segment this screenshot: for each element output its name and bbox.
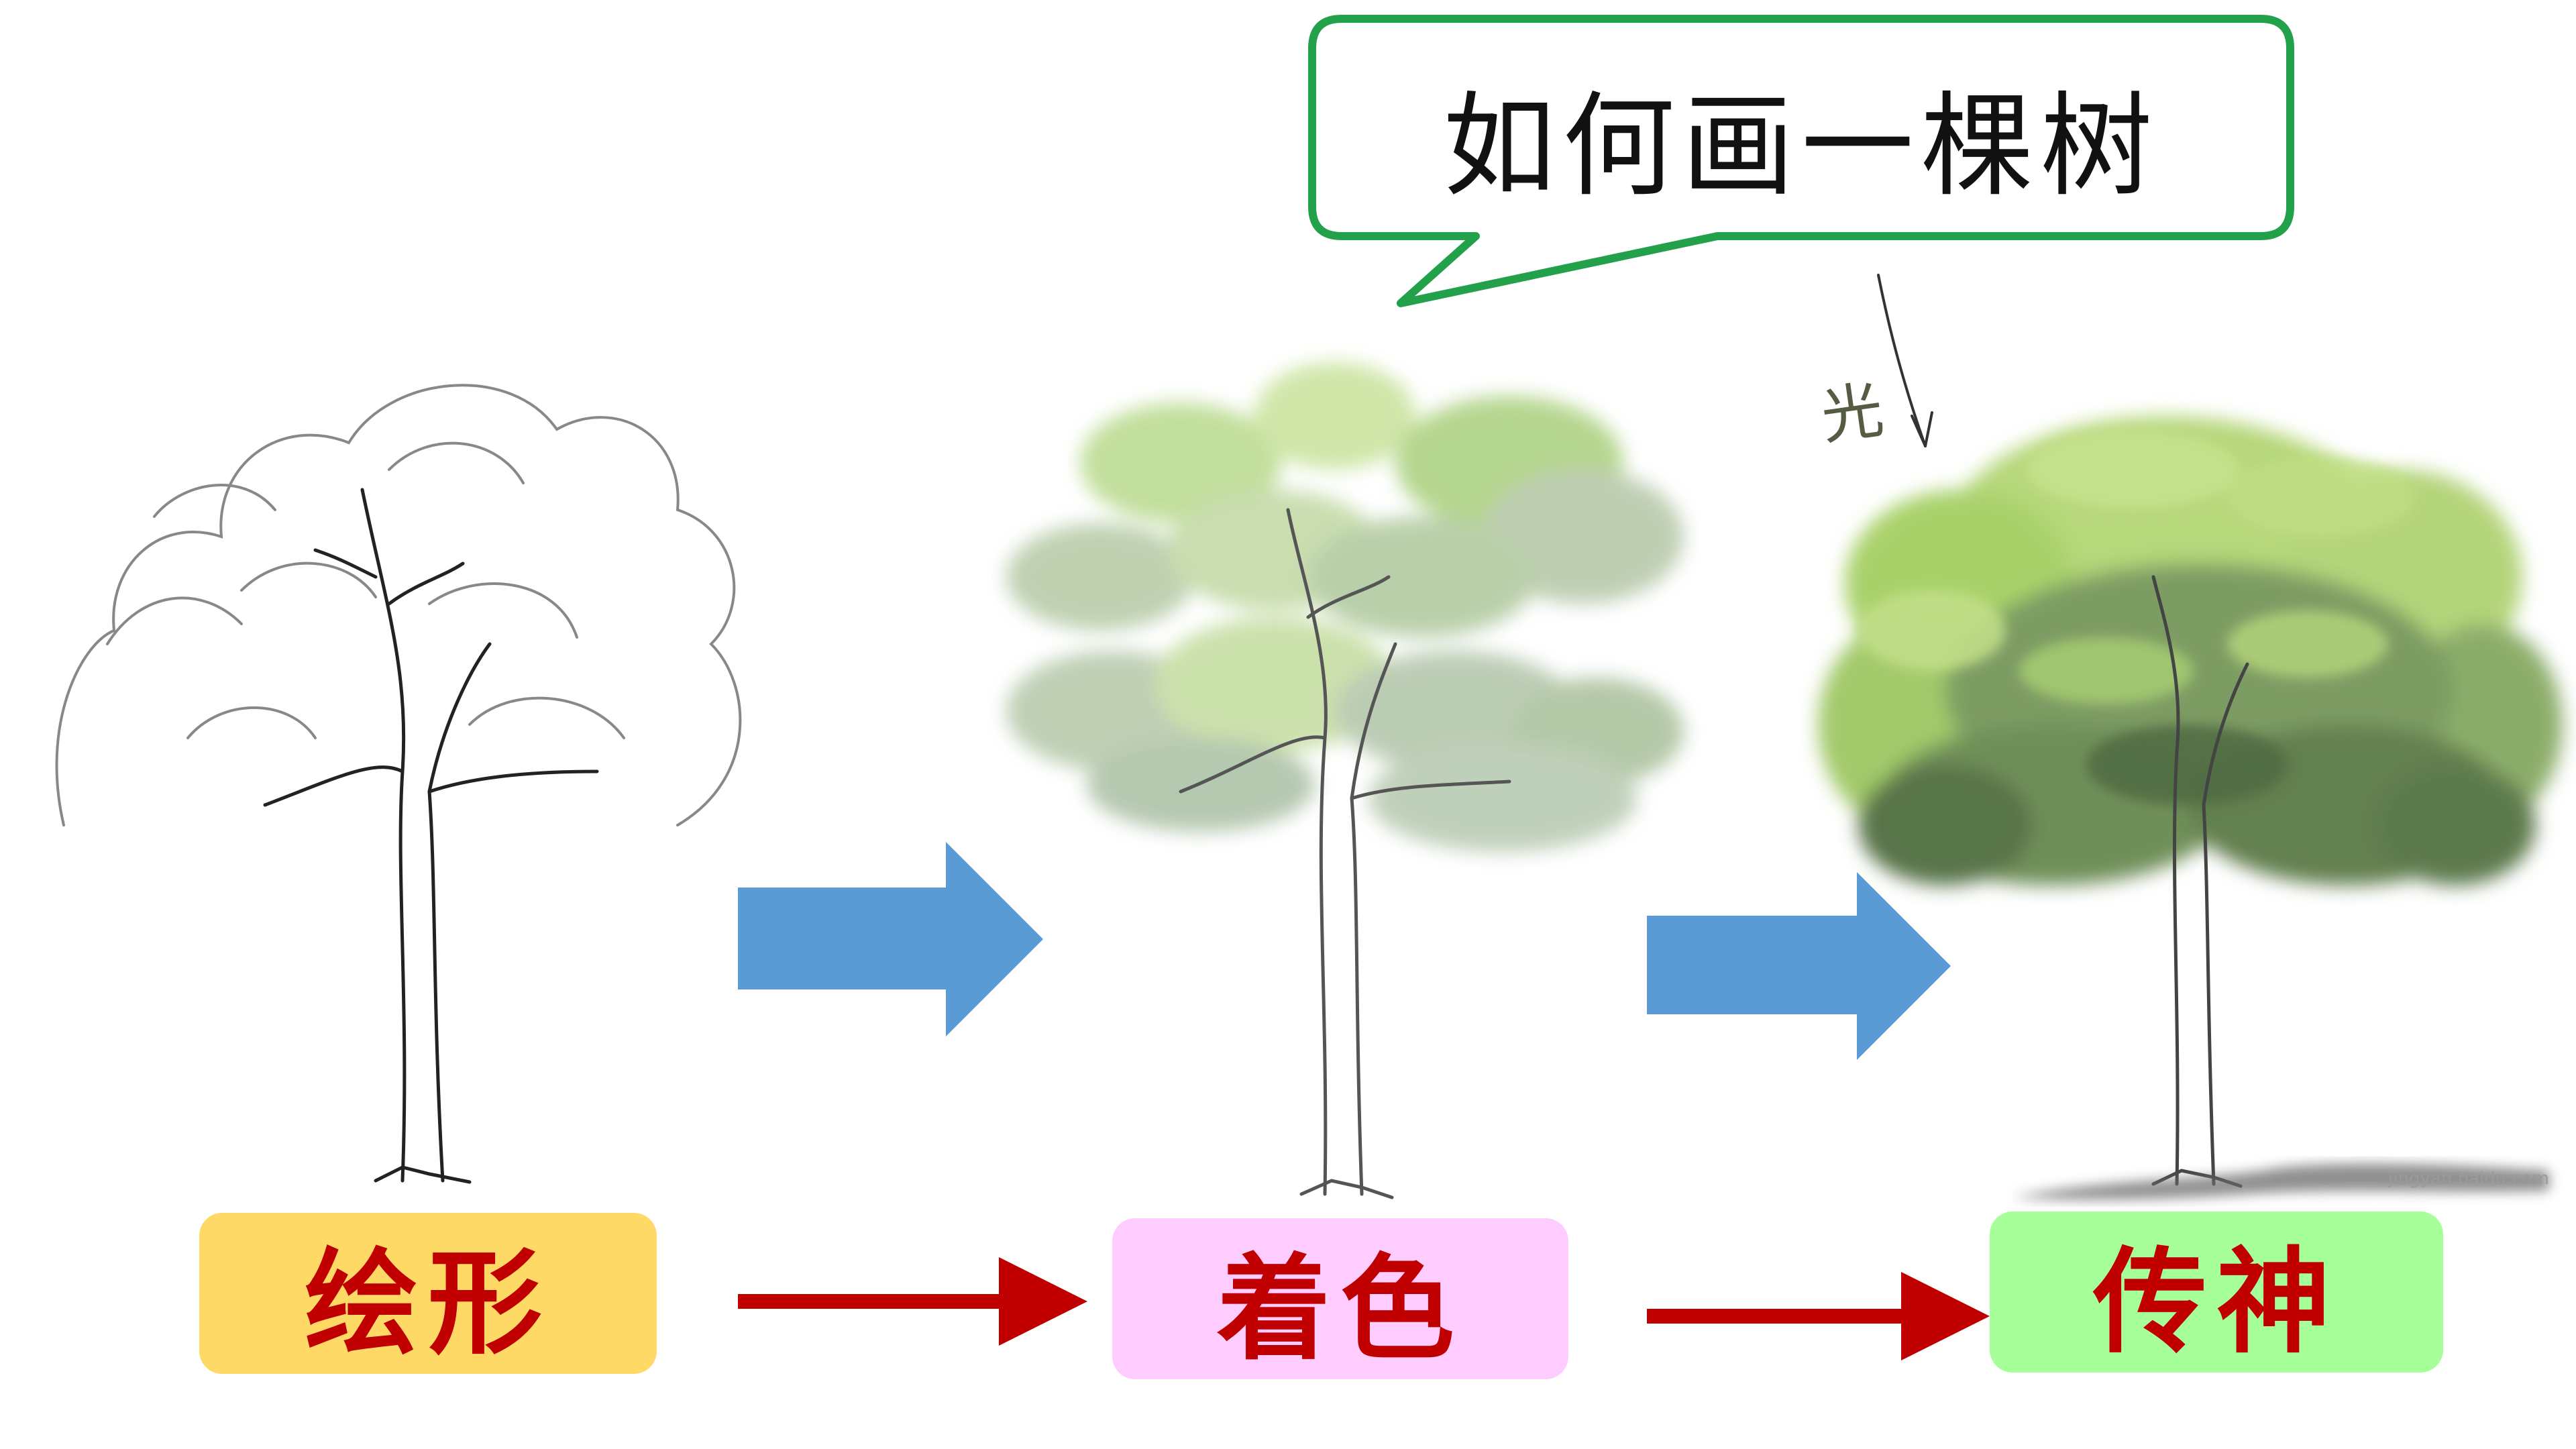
- block-arrow-right: [738, 842, 1043, 1036]
- tree-sketch: [55, 384, 742, 826]
- step-label-3: 传神: [1990, 1212, 2443, 1373]
- step-label-1: 绘形: [199, 1213, 657, 1374]
- light-arrow: [1877, 274, 1933, 447]
- tree-sketch-trunk: [263, 488, 599, 1184]
- step-label-2: 着色: [1112, 1218, 1568, 1379]
- block-arrow-right: [1647, 872, 1951, 1060]
- tree-colored: [1006, 362, 1684, 1199]
- tree-shaded: [1818, 416, 2563, 1200]
- speech-bubble: [1308, 15, 2294, 307]
- watermark: jingyan.baidu.com: [2388, 1169, 2549, 1189]
- ground-shadow: [2012, 1163, 2549, 1200]
- light-label: 光: [1817, 374, 1888, 453]
- slide-title: 如何画一棵树: [1443, 80, 2159, 212]
